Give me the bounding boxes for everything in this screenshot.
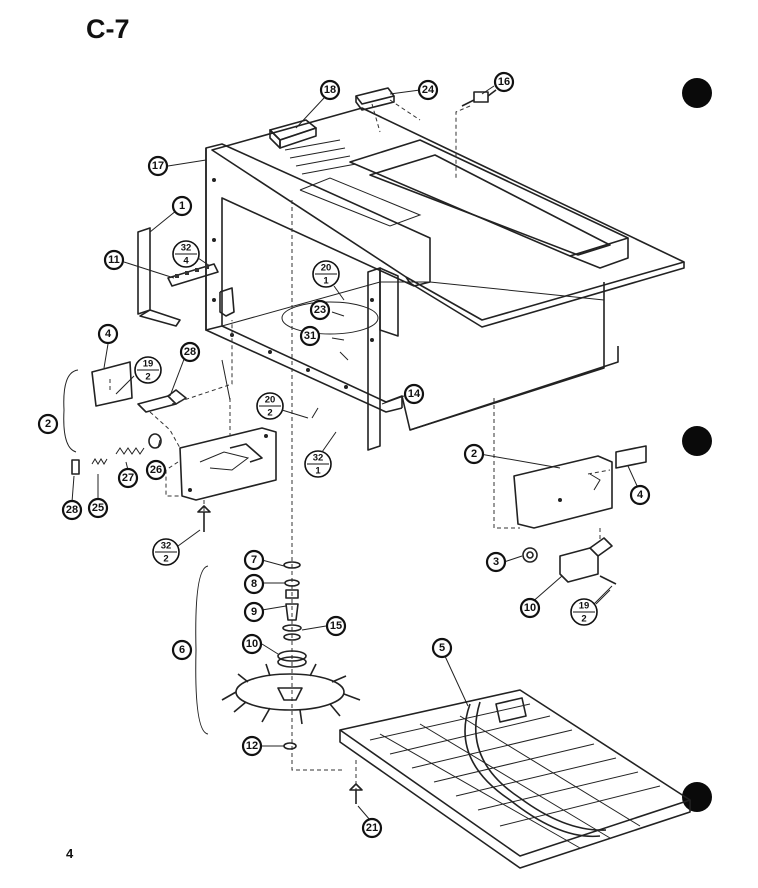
fraction-19-2-left: 192 (134, 356, 162, 384)
callout-7: 7 (243, 549, 265, 571)
svg-text:26: 26 (150, 464, 162, 476)
callout-24: 24 (417, 79, 439, 101)
oven-cavity-assembly (137, 107, 685, 451)
svg-text:32: 32 (181, 243, 192, 254)
svg-text:12: 12 (246, 740, 258, 752)
group-bracket-6 (195, 565, 209, 735)
fraction-20-2: 202 (256, 392, 284, 420)
registration-mark-middle (682, 426, 712, 456)
callout-3: 3 (485, 551, 507, 573)
callout-28-bottom: 28 (61, 499, 83, 521)
svg-text:7: 7 (251, 554, 257, 566)
callout-9: 9 (243, 601, 265, 623)
callout-25: 25 (87, 497, 109, 519)
svg-text:6: 6 (179, 644, 185, 656)
svg-text:21: 21 (366, 822, 378, 834)
svg-text:16: 16 (498, 76, 510, 88)
svg-text:2: 2 (145, 372, 150, 383)
svg-text:1: 1 (315, 466, 321, 477)
svg-text:10: 10 (246, 638, 258, 650)
callout-16: 16 (493, 71, 515, 93)
svg-text:4: 4 (183, 256, 189, 267)
svg-text:2: 2 (471, 448, 477, 460)
svg-text:2: 2 (45, 418, 51, 430)
callout-18: 18 (319, 79, 341, 101)
left-switch-assembly (71, 320, 277, 532)
svg-text:27: 27 (122, 472, 134, 484)
callout-27: 27 (117, 467, 139, 489)
leader-lines (71, 85, 639, 821)
svg-text:4: 4 (105, 328, 112, 340)
svg-text:10: 10 (524, 602, 536, 614)
right-switch-assembly (493, 398, 647, 585)
stirrer-fan-assembly (221, 200, 361, 771)
fraction-32-1: 321 (304, 450, 332, 478)
bottom-plate-assembly (339, 689, 691, 869)
svg-text:17: 17 (152, 160, 164, 172)
fraction-32-2: 322 (152, 538, 180, 566)
svg-text:2: 2 (267, 408, 272, 419)
svg-text:19: 19 (579, 601, 590, 612)
callout-2-left: 2 (37, 413, 59, 435)
callout-6: 6 (171, 639, 193, 661)
svg-text:25: 25 (92, 502, 104, 514)
callout-21: 21 (361, 817, 383, 839)
svg-text:24: 24 (422, 84, 435, 96)
fraction-19-2-right: 192 (570, 598, 598, 626)
callout-26: 26 (145, 459, 167, 481)
svg-text:28: 28 (184, 346, 196, 358)
callout-31: 31 (299, 325, 321, 347)
svg-text:3: 3 (493, 556, 499, 568)
callout-2-right: 2 (463, 443, 485, 465)
callout-11: 11 (103, 249, 125, 271)
page-number: 4 (66, 846, 74, 861)
svg-text:9: 9 (251, 606, 257, 618)
svg-text:1: 1 (323, 276, 329, 287)
callout-4-left: 4 (97, 323, 119, 345)
callout-10-right: 10 (519, 597, 541, 619)
svg-text:18: 18 (324, 84, 336, 96)
fraction-32-4: 324 (172, 240, 200, 268)
svg-text:20: 20 (265, 395, 276, 406)
svg-text:15: 15 (330, 620, 342, 632)
callout-8: 8 (243, 573, 265, 595)
registration-marks (682, 78, 712, 812)
fraction-20-1: 201 (312, 260, 340, 288)
callout-12: 12 (241, 735, 263, 757)
registration-mark-top (682, 78, 712, 108)
top-components (269, 87, 497, 180)
callout-4-right: 4 (629, 484, 651, 506)
svg-text:20: 20 (321, 263, 332, 274)
svg-text:1: 1 (179, 200, 185, 212)
svg-text:2: 2 (581, 614, 586, 625)
callout-15: 15 (325, 615, 347, 637)
callout-28-top: 28 (179, 341, 201, 363)
svg-text:11: 11 (108, 254, 120, 266)
svg-text:4: 4 (637, 489, 644, 501)
svg-text:5: 5 (439, 642, 445, 654)
callout-14: 14 (403, 383, 425, 405)
svg-text:32: 32 (161, 541, 172, 552)
svg-text:32: 32 (313, 453, 324, 464)
callout-17: 17 (147, 155, 169, 177)
page-title: C-7 (86, 14, 130, 44)
svg-text:31: 31 (304, 330, 316, 342)
svg-text:2: 2 (163, 554, 168, 565)
callout-10-left: 10 (241, 633, 263, 655)
callout-5: 5 (431, 637, 453, 659)
svg-text:8: 8 (251, 578, 257, 590)
callout-1: 1 (171, 195, 193, 217)
svg-text:19: 19 (143, 359, 154, 370)
group-bracket-2-left (63, 369, 79, 453)
svg-text:23: 23 (314, 304, 326, 316)
callout-23: 23 (309, 299, 331, 321)
svg-text:14: 14 (408, 388, 421, 400)
svg-text:28: 28 (66, 504, 78, 516)
